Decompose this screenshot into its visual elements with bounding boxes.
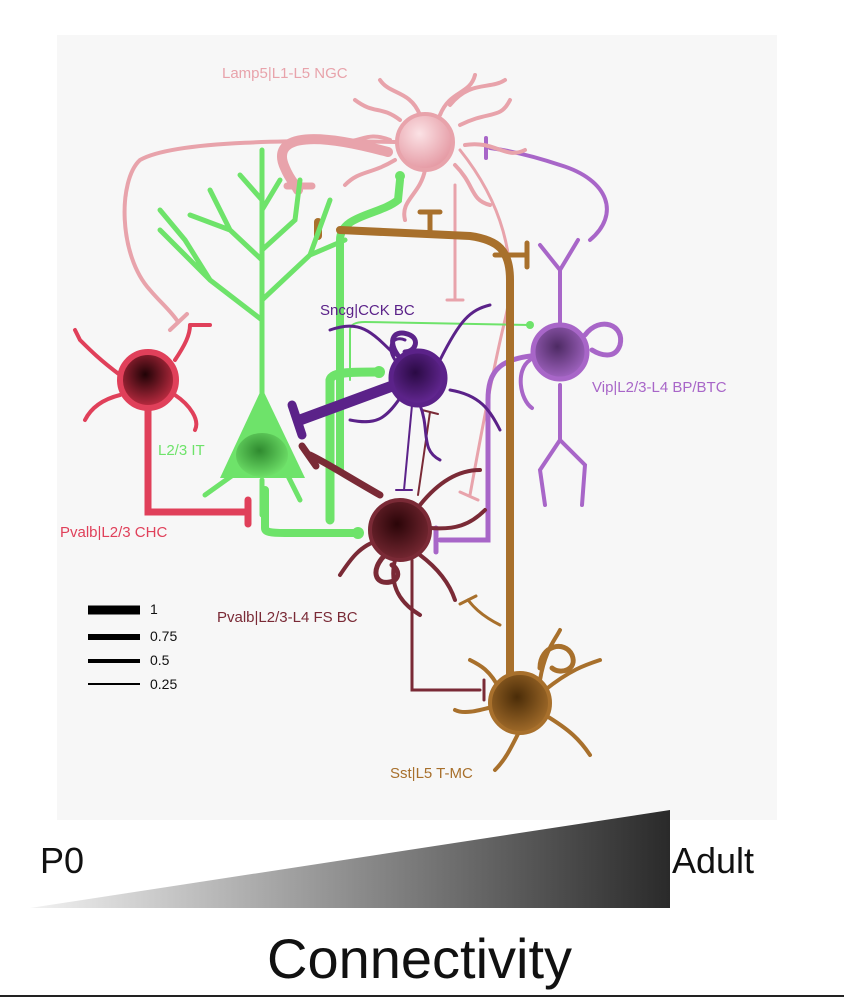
ngc-label: Lamp5|L1-L5 NGC xyxy=(222,65,348,82)
fsbc-to-it-bar xyxy=(298,442,320,470)
tmc-dendrites xyxy=(453,628,602,772)
ngc-to-fsbc-bar xyxy=(458,490,480,502)
legend-label-025: 0.25 xyxy=(150,676,177,692)
weight-legend xyxy=(88,605,140,685)
vip-soma xyxy=(530,322,590,382)
tmc-loop xyxy=(537,644,576,674)
l23it-connections xyxy=(261,176,531,537)
l23it-neuron xyxy=(157,147,348,518)
chc-to-it-connection xyxy=(144,406,249,516)
it-to-ngc-connection xyxy=(336,176,404,474)
fsbc-to-sncg-bar xyxy=(421,409,439,415)
sncg-label: Sncg|CCK BC xyxy=(320,302,415,319)
chc-neuron xyxy=(73,323,212,432)
it-vip-head xyxy=(526,321,534,329)
start-label: P0 xyxy=(40,840,84,881)
chc-label: Pvalb|L2/3 CHC xyxy=(60,524,167,541)
vip-loop xyxy=(582,321,624,358)
axis-label: Connectivity xyxy=(267,927,572,990)
ngc-dendrites xyxy=(338,73,527,222)
fsbc-dendrites xyxy=(338,468,487,617)
tmc-to-fsbc-connection xyxy=(466,598,502,627)
vip-dendrites xyxy=(518,238,588,507)
it-ngc-head xyxy=(395,171,405,181)
sncg-dendrites xyxy=(328,303,502,462)
legend-label-1: 1 xyxy=(150,601,158,617)
arrow-heads-green xyxy=(352,171,534,539)
fsbc-soma xyxy=(368,498,432,562)
chc-dendrites xyxy=(73,323,212,432)
vip-neuron xyxy=(518,238,624,507)
legend-label-075: 0.75 xyxy=(150,628,177,644)
ngc-soma xyxy=(395,112,455,172)
ngc-neuron xyxy=(338,73,527,222)
it-apical-dendrite xyxy=(157,147,348,403)
ngc-connections xyxy=(122,134,512,502)
chc-soma xyxy=(117,349,179,411)
it-sncg-head xyxy=(373,366,385,378)
tmc-label: Sst|L5 T-MC xyxy=(390,765,473,782)
fsbc-neuron xyxy=(338,468,487,617)
it-to-fsbc-connection xyxy=(261,486,362,537)
sncg-connections xyxy=(287,379,413,491)
legend-label-05: 0.5 xyxy=(150,652,170,668)
chc-connections xyxy=(144,406,252,528)
l23it-label: L2/3 IT xyxy=(158,442,205,459)
vip-to-fsbc-connection xyxy=(437,352,543,543)
it-fsbc-head xyxy=(352,527,364,539)
tmc-to-fsbc-bar xyxy=(458,594,478,606)
end-label: Adult xyxy=(672,840,754,881)
it-to-sncg-connection xyxy=(325,367,383,525)
fsbc-label: Pvalb|L2/3-L4 FS BC xyxy=(217,609,358,626)
fsbc-loop xyxy=(373,552,401,585)
tmc-main-axon xyxy=(336,226,514,694)
ngc-to-chc-connection xyxy=(122,139,397,324)
sncg-neuron xyxy=(328,303,502,462)
fsbc-to-sncg-connection xyxy=(417,411,431,496)
ngc-to-fsbc-connection xyxy=(458,148,512,497)
tmc-neuron xyxy=(453,628,602,772)
fsbc-to-tmc-connection xyxy=(410,558,482,692)
fsbc-to-it-connection xyxy=(306,451,384,499)
tmc-soma xyxy=(488,671,552,735)
sncg-to-it-connection xyxy=(294,379,401,426)
ngc-to-chc-bar xyxy=(168,312,189,332)
sncg-soma xyxy=(388,348,448,408)
sncg-to-it-bar xyxy=(287,400,307,440)
sncg-to-fsbc-connection xyxy=(403,404,413,491)
it-to-vip-connection xyxy=(349,320,531,381)
fsbc-connections xyxy=(298,409,486,702)
bottom-divider xyxy=(0,995,844,997)
vip-label: Vip|L2/3-L4 BP/BTC xyxy=(592,379,727,396)
connectivity-wedge xyxy=(30,810,670,908)
it-soma-core xyxy=(236,433,288,477)
